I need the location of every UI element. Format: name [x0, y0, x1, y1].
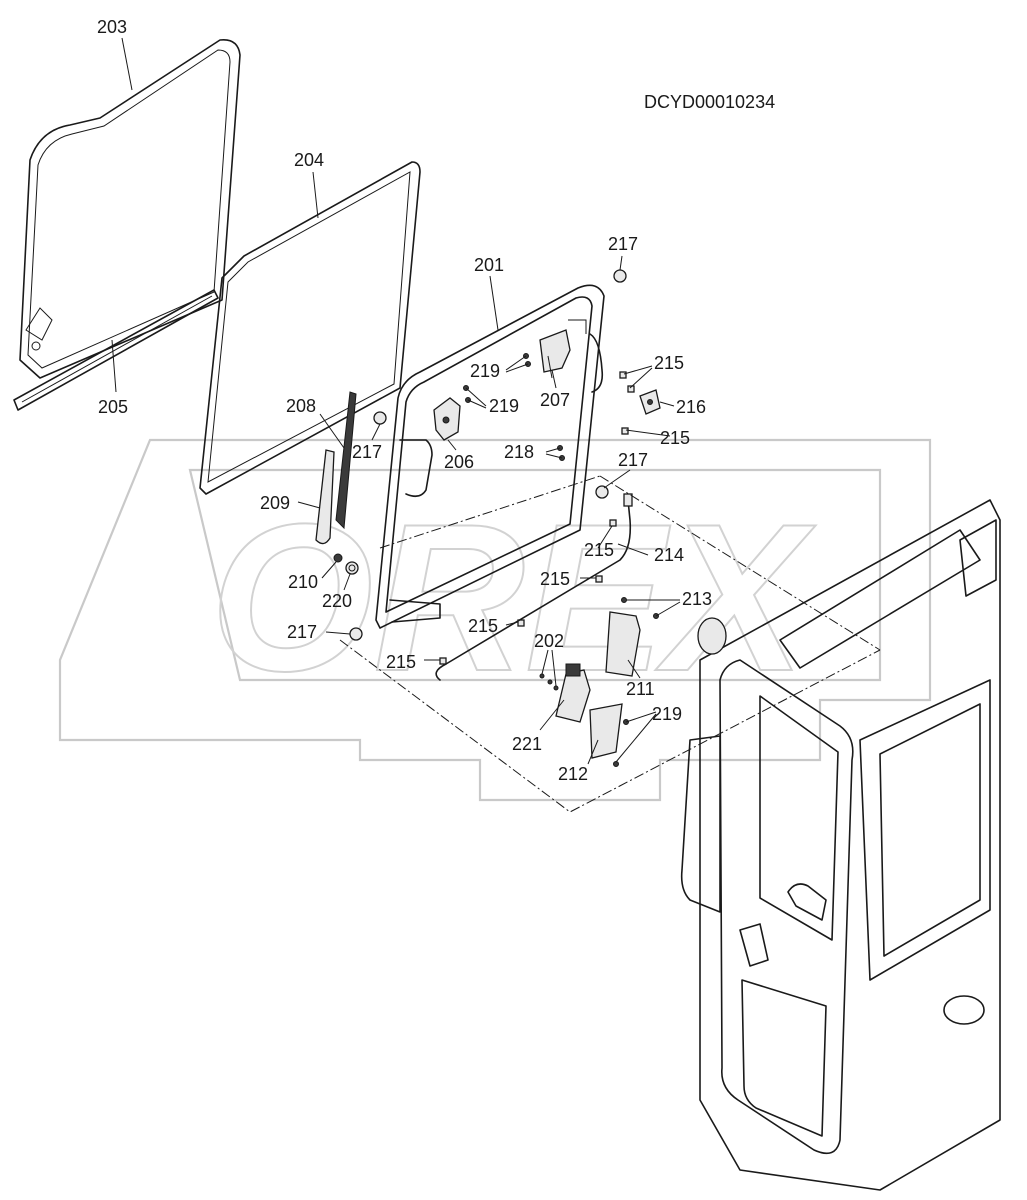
callout-202: 202 — [534, 631, 564, 651]
diagram-code: DCYD00010234 — [644, 92, 775, 112]
leader-lines — [111, 37, 681, 765]
svg-text:OREX: OREX — [210, 480, 816, 715]
clips-215 — [439, 371, 635, 665]
callout-217: 217 — [618, 450, 648, 470]
part-203-side-glass — [19, 38, 241, 379]
part-214-wire-harness — [435, 493, 633, 681]
part-217-cap-top — [613, 269, 627, 283]
callout-215: 215 — [468, 616, 498, 636]
part-216-lock — [639, 389, 661, 415]
part-204-glass-panel — [199, 161, 421, 495]
part-217-cap-bottom — [349, 627, 363, 641]
callout-205: 205 — [98, 397, 128, 417]
callout-211: 211 — [626, 679, 655, 699]
callout-217: 217 — [352, 442, 382, 462]
part-210-nut — [333, 553, 343, 563]
callout-215: 215 — [654, 353, 684, 373]
callout-221: 221 — [512, 734, 542, 754]
part-217-cap-mid — [373, 411, 387, 425]
callout-217: 217 — [287, 622, 317, 642]
callout-216: 216 — [676, 397, 706, 417]
part-221-wiper-motor — [555, 663, 591, 723]
callout-201: 201 — [474, 255, 504, 275]
part-206-latch — [433, 397, 461, 441]
callout-219: 219 — [470, 361, 500, 381]
part-201-door-frame — [375, 284, 605, 629]
callout-219: 219 — [652, 704, 682, 724]
callout-215: 215 — [660, 428, 690, 448]
callout-labels: 203 204 201 217 205 219 207 215 216 219 208 217 206 2… — [97, 17, 712, 784]
assembly-lines — [339, 475, 881, 813]
callout-207: 207 — [540, 390, 570, 410]
callout-217: 217 — [608, 234, 638, 254]
callout-209: 209 — [260, 493, 290, 513]
callout-220: 220 — [322, 591, 352, 611]
callout-218: 218 — [504, 442, 534, 462]
part-207-bracket — [539, 329, 571, 379]
callout-208: 208 — [286, 396, 316, 416]
callout-214: 214 — [654, 545, 684, 565]
part-217-cap-right — [595, 485, 609, 499]
callout-215: 215 — [540, 569, 570, 589]
watermark-logo: OREX — [58, 438, 932, 802]
part-208-wiper-blade — [335, 391, 357, 530]
callout-203: 203 — [97, 17, 127, 37]
callout-215: 215 — [584, 540, 614, 560]
screws-219-mid — [463, 385, 471, 403]
callout-212: 212 — [558, 764, 588, 784]
part-211-cover — [605, 611, 641, 677]
callout-219: 219 — [489, 396, 519, 416]
callout-206: 206 — [444, 452, 474, 472]
callout-213: 213 — [682, 589, 712, 609]
cab-body — [680, 499, 1001, 1191]
callout-210: 210 — [288, 572, 318, 592]
part-209-wiper-arm — [315, 449, 335, 545]
part-220-grommet — [345, 561, 359, 575]
part-212-mount-plate — [589, 703, 623, 759]
callout-215: 215 — [386, 652, 416, 672]
callout-204: 204 — [294, 150, 324, 170]
part-205-rail-strip — [13, 289, 219, 411]
